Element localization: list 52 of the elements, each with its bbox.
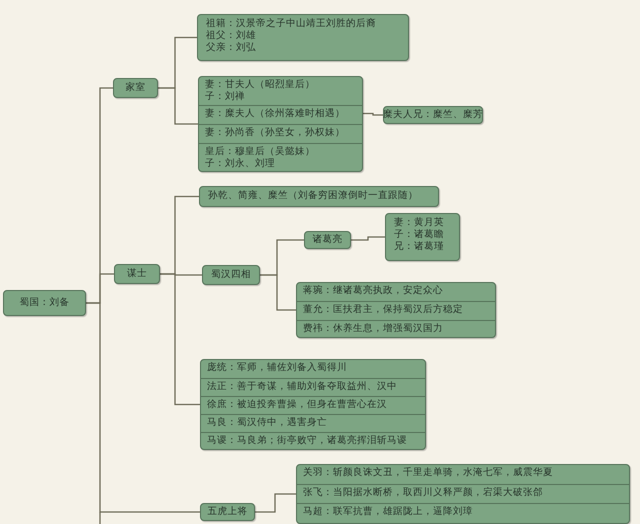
- connector-line: [351, 236, 385, 241]
- node-text: 子：刘永、刘理: [205, 158, 276, 170]
- node-text: 庞统：军师，辅佐刘备入蜀得川: [207, 362, 348, 374]
- node-text: 妻：黄月英: [394, 217, 445, 229]
- connector-line: [260, 274, 296, 311]
- node-text: 祖父：刘雄: [206, 30, 257, 42]
- table-box: [198, 76, 363, 172]
- node-text: 费祎：休养生息，增强蜀汉国力: [303, 323, 444, 335]
- connector-line: [86, 302, 200, 513]
- node-text: 蒋琬：继诸葛亮执政，安定众心: [303, 285, 444, 297]
- node-text: 蜀汉四相: [211, 269, 251, 281]
- info-box: [197, 14, 409, 61]
- node-text: 妻：糜夫人（徐州落难时相遇）: [205, 108, 346, 120]
- node-text: 董允：匡扶君主，保持蜀汉后方稳定: [303, 304, 464, 316]
- info-box: [385, 213, 460, 261]
- topic-box: [114, 264, 160, 284]
- table-box: [296, 282, 496, 338]
- node-text: 家室: [126, 82, 146, 94]
- node-text: 诸葛亮: [312, 234, 342, 246]
- topic-box: [202, 265, 260, 285]
- node-text: 马良：蜀汉侍中，遇害身亡: [207, 417, 328, 429]
- node-text: 皇后：穆皇后（吴懿妹）: [205, 146, 316, 158]
- node-text: 妻：甘夫人（昭烈皇后）: [205, 79, 316, 91]
- topic-box: [304, 231, 351, 249]
- node-text: 马超：联军抗曹，雄踞陇上，逼降刘璋: [303, 506, 474, 518]
- topic-box: [200, 503, 255, 521]
- node-text: 蜀国：刘备: [20, 297, 70, 309]
- info-box: [383, 106, 483, 124]
- node-text: 子：刘禅: [205, 91, 246, 103]
- connector-line: [255, 493, 296, 513]
- node-text: 祖籍：汉景帝之子中山靖王刘胜的后裔: [206, 18, 377, 30]
- connector-line: [158, 87, 198, 125]
- info-box: [199, 186, 439, 207]
- node-text: 糜夫人兄：糜竺、糜芳: [383, 109, 483, 121]
- node-text: 妻：孙尚香（孙坚女，孙权妹）: [205, 127, 346, 139]
- node-text: 孙乾、简雍、糜竺（刘备穷困潦倒时一直跟随）: [208, 190, 419, 202]
- node-text: 五虎上将: [208, 506, 248, 518]
- node-text: 徐庶：被迫投奔曹操，但身在曹营心在汉: [207, 399, 388, 411]
- root-box: [3, 290, 86, 316]
- node-text: 马谡：马良弟；街亭败守，诸葛亮挥泪斩马谡: [207, 435, 408, 447]
- node-text: 张飞：当阳据水断桥，取西川义释严颜，宕渠大破张郃: [303, 487, 544, 499]
- node-text: 法正：善于奇谋，辅助刘备夺取益州、汉中: [207, 381, 398, 393]
- connector-line: [363, 112, 383, 116]
- node-text: 兄：诸葛瑾: [394, 241, 445, 253]
- node-text: 关羽：斩颜良诛文丑，千里走单骑，水淹七军，威震华夏: [303, 467, 554, 479]
- table-box: [296, 464, 630, 524]
- topic-box: [113, 78, 158, 98]
- node-text: 父亲：刘弘: [206, 42, 257, 54]
- connector-line: [160, 273, 200, 406]
- node-text: 子：诸葛瞻: [394, 229, 445, 241]
- table-box: [200, 359, 426, 450]
- node-text: 谋士: [127, 268, 147, 280]
